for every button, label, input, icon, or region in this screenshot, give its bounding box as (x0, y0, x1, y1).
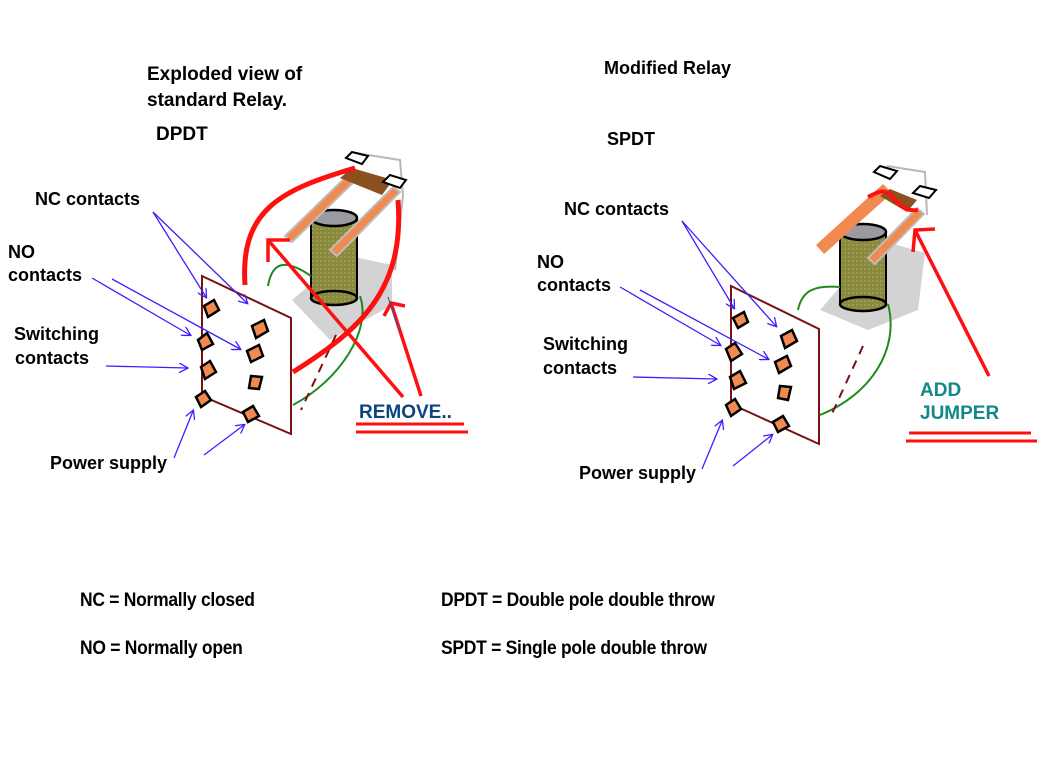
left-red-jumper-2 (291, 199, 402, 375)
right-armature-strip-2 (866, 206, 926, 266)
left-relay-type: DPDT (156, 124, 208, 145)
right-frame (886, 165, 928, 216)
left-dashed-lead (300, 334, 337, 411)
right-add-arrow (911, 227, 991, 377)
left-armature-bridge (340, 168, 393, 195)
remove-label: REMOVE.. (359, 402, 452, 423)
legend-spdt: SPDT = Single pole double throw (441, 638, 707, 659)
right-dashed-lead (829, 345, 864, 419)
left-title-line1: Exploded view of (147, 64, 303, 85)
legend-no: NO = Normally open (80, 638, 243, 659)
right-relay (619, 164, 1037, 470)
legend-nc: NC = Normally closed (80, 590, 255, 611)
left-contacts (194, 298, 270, 424)
left-no-label-line1: NO (8, 242, 35, 262)
right-no-label-line2: contacts (537, 275, 612, 295)
right-power-supply-label: Power supply (579, 463, 697, 483)
right-wire-green-1 (797, 285, 841, 311)
left-power-supply-label: Power supply (50, 453, 168, 473)
left-top-terminal-1 (344, 150, 370, 166)
left-thin-blue-line (387, 296, 400, 331)
right-top-terminal-1 (872, 164, 899, 181)
right-no-label-line1: NO (537, 252, 564, 272)
left-switching-label-line2: contacts (15, 348, 90, 368)
right-wire-green-2 (819, 303, 892, 416)
left-red-jumper-1 (242, 165, 356, 286)
left-wire-green-1 (267, 263, 312, 287)
legend-dpdt: DPDT = Double pole double throw (441, 590, 715, 611)
jumper-label: JUMPER (920, 403, 1000, 424)
left-pointer-arrows (91, 211, 247, 459)
right-contacts (724, 310, 799, 434)
right-red-jumper (867, 189, 919, 213)
left-contact-board (201, 274, 292, 436)
left-top-terminal-2 (381, 173, 408, 190)
left-title-line2: standard Relay. (147, 90, 288, 111)
left-nc-contacts-label: NC contacts (35, 189, 141, 209)
left-relay (91, 150, 468, 459)
right-pointer-arrows (619, 220, 776, 470)
right-switching-label-line1: Switching (543, 334, 628, 354)
left-coil (309, 208, 359, 307)
right-top-terminal-2 (911, 184, 938, 200)
right-switching-label-line2: contacts (543, 358, 618, 378)
left-no-label-line2: contacts (8, 265, 83, 285)
right-coil (838, 222, 888, 313)
right-nc-contacts-label: NC contacts (564, 199, 670, 219)
right-relay-type: SPDT (607, 129, 656, 149)
add-label: ADD (920, 380, 962, 401)
right-title: Modified Relay (604, 58, 732, 78)
left-armature-strip-2 (328, 185, 402, 258)
left-switching-label-line1: Switching (14, 324, 99, 344)
left-remove-arrows (266, 238, 423, 399)
right-armature-strip-1 (816, 184, 892, 254)
